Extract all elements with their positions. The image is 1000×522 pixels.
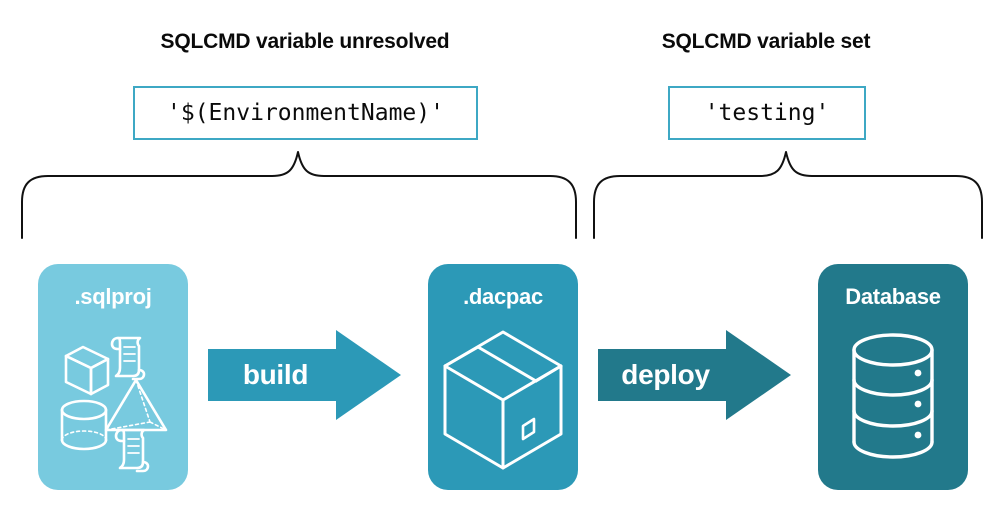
arrow-build-shape	[208, 330, 401, 420]
arrow-build: build	[208, 330, 403, 420]
variable-value-box-set: 'testing'	[668, 86, 866, 140]
variable-value-box-unresolved: '$(EnvironmentName)'	[133, 86, 478, 140]
stage-box-dacpac: .dacpac	[428, 264, 578, 490]
arrow-deploy: deploy	[598, 330, 793, 420]
dacpac-artwork	[443, 330, 563, 470]
curly-brace-set	[593, 151, 983, 239]
arrow-deploy-shape	[598, 330, 791, 420]
stage-box-sqlproj: .sqlproj	[38, 264, 188, 490]
group-heading-unresolved: SQLCMD variable unresolved	[160, 30, 450, 53]
database-artwork	[852, 333, 934, 459]
stage-label-sqlproj: .sqlproj	[74, 284, 152, 309]
stage-label-dacpac: .dacpac	[463, 284, 543, 309]
stage-label-database: Database	[845, 284, 941, 309]
group-heading-set: SQLCMD variable set	[661, 30, 871, 53]
scroll-icon	[114, 428, 150, 473]
pyramid-icon	[104, 378, 168, 432]
curly-brace-unresolved	[21, 151, 577, 239]
variable-value-set: 'testing'	[704, 100, 830, 126]
arrow-build-polygon	[208, 330, 401, 420]
database-cylinder-icon	[852, 333, 934, 459]
variable-value-unresolved: '$(EnvironmentName)'	[167, 100, 444, 126]
arrow-deploy-polygon	[598, 330, 791, 420]
package-box-icon	[443, 330, 563, 470]
scroll-icon	[110, 336, 146, 381]
sqlproj-artwork	[60, 336, 168, 473]
stage-box-database: Database	[818, 264, 968, 490]
cube-icon	[64, 345, 110, 396]
cylinder-icon	[60, 399, 108, 451]
